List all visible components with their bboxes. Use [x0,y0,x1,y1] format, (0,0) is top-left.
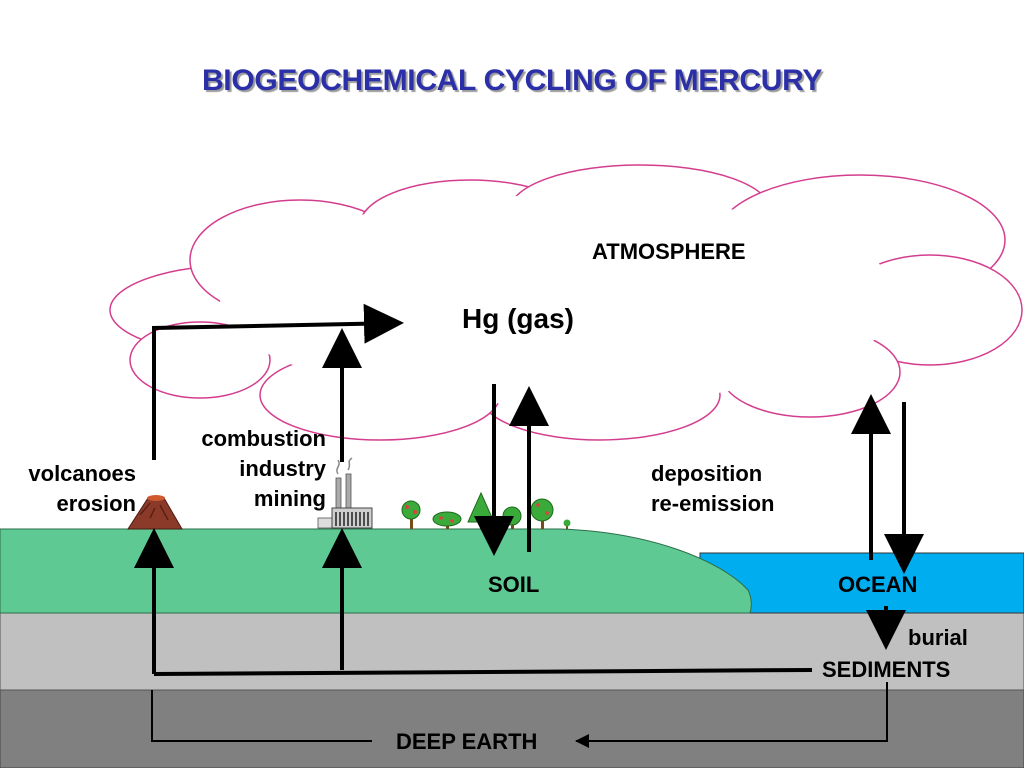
combustion-label: combustion [201,426,326,451]
re-emission-label: re-emission [651,491,775,516]
tree-icon [502,506,522,529]
anthropogenic-sources-label: combustion industry mining [180,428,326,518]
atmosphere-label: ATMOSPHERE [592,239,746,264]
industry-label: industry [239,456,326,481]
sediments-return-line [153,668,813,676]
deposition-label: deposition [651,461,763,486]
ocean-label: OCEAN [838,572,918,597]
atmosphere-cloud [109,164,1023,441]
tree-icon [467,491,495,529]
soil-label: SOIL [488,572,540,597]
volcano-icon [127,495,183,530]
page-title: BIOGEOCHEMICAL CYCLING OF MERCURY [201,64,823,97]
exchange-label: deposition re-emission [651,463,775,523]
land-layer [0,528,752,614]
tree-icon [432,511,462,529]
sediments-label: SEDIMENTS [822,657,951,682]
natural-sources-label: volcanoes erosion [10,463,136,523]
sediment-layer [0,612,1024,691]
factory-icon [317,457,373,529]
tree-icon [401,500,421,529]
erosion-label: erosion [56,491,136,516]
volcanoes-label: volcanoes [28,461,136,486]
tree-icon [530,498,554,529]
volcano-to-atmosphere-arrow [152,303,404,460]
burial-label: burial [908,625,968,650]
deep-earth-to-volcano-line [151,690,372,742]
hg-gas-label: Hg (gas) [462,303,574,334]
mining-label: mining [253,486,326,511]
sediments-to-deep-earth-arrow [575,682,888,748]
tree-icon [563,519,571,529]
deep-earth-label: DEEP EARTH [396,729,538,754]
